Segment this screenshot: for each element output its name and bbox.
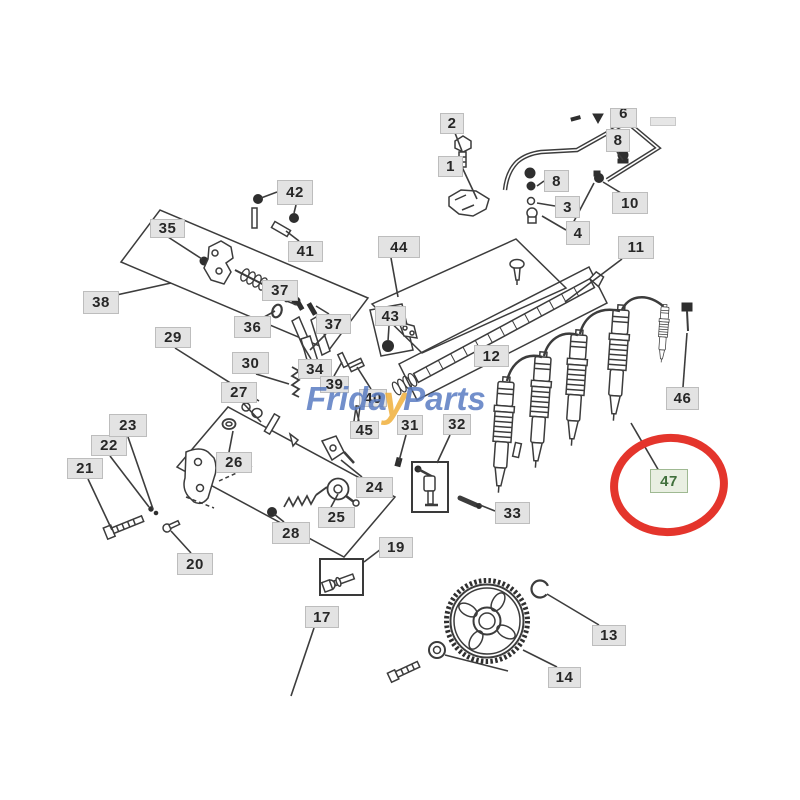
nut-42-a	[253, 194, 263, 204]
bolt-19	[320, 573, 356, 594]
shaft-small	[263, 412, 281, 436]
plunger-33	[457, 495, 482, 509]
injector-5	[655, 303, 671, 364]
cone-small	[288, 432, 300, 448]
governor-assembly	[199, 240, 366, 424]
screw-20	[162, 519, 181, 533]
cover-plate-23	[183, 448, 217, 505]
throttle-assembly	[102, 402, 360, 541]
washer-line	[444, 654, 509, 672]
washer	[428, 641, 446, 659]
clamp-1	[448, 189, 490, 217]
fuel-pipe-group	[448, 113, 662, 224]
pin-23	[153, 510, 159, 516]
injector-3	[560, 328, 591, 448]
pin-42	[251, 207, 258, 229]
spring-30	[290, 366, 301, 398]
pin-near-injector	[511, 441, 523, 459]
fuel-rail	[391, 270, 605, 396]
idler-gear-14	[444, 578, 530, 664]
pipe-nut-small	[526, 181, 536, 191]
cropped-part-remnant-2	[570, 115, 581, 122]
nut-42-b	[289, 213, 299, 223]
pin-41	[270, 220, 292, 238]
pin-39	[336, 351, 350, 369]
injector-4	[602, 303, 633, 423]
injectors-group	[457, 296, 693, 509]
governor-bracket	[203, 240, 234, 285]
sensor-46	[681, 302, 693, 332]
pin-31	[394, 457, 403, 468]
injector-2	[524, 350, 555, 470]
fitting-10	[593, 170, 604, 183]
injector-1	[487, 375, 518, 495]
primer-pump-group	[394, 457, 438, 507]
gear-group	[386, 578, 550, 684]
hardware-42-41	[251, 194, 299, 238]
spring-horizontal	[283, 494, 317, 508]
fitting-4	[526, 207, 538, 224]
leak-off-lines	[505, 296, 664, 382]
valve-group	[382, 258, 525, 352]
washer-3	[526, 196, 536, 206]
plate-43	[397, 320, 419, 339]
bushing-26	[221, 418, 237, 430]
rail-end-spring	[391, 372, 418, 396]
snap-ring-13	[530, 579, 550, 599]
fitting-40	[346, 357, 366, 373]
highlight-circle	[610, 433, 728, 537]
gear-bolt	[386, 660, 421, 684]
lever-24	[320, 435, 355, 464]
nut-43	[382, 340, 394, 352]
pipe-nut-8-left	[524, 167, 536, 179]
pin-37-b	[306, 302, 318, 316]
seal-36	[271, 303, 283, 319]
lever-34-b	[310, 314, 331, 357]
ring-small	[241, 402, 251, 412]
cropped-part-remnant	[592, 113, 604, 125]
fuel-pipe-bore	[504, 121, 660, 191]
valve-assembly-box	[370, 238, 568, 354]
valve-44	[509, 258, 525, 270]
bolt-21	[102, 514, 145, 541]
cover-25	[326, 477, 360, 507]
